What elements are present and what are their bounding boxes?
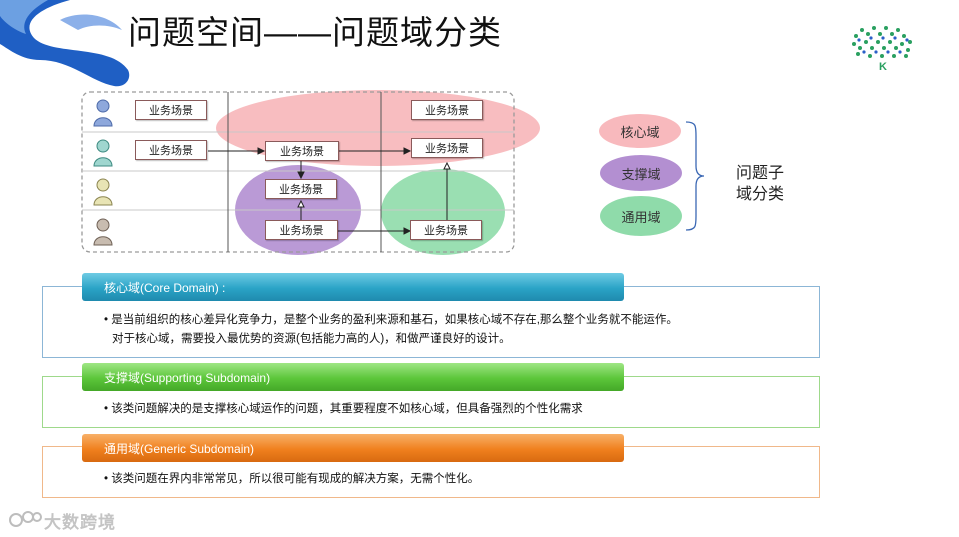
- legend-group-label-2: 域分类: [736, 186, 785, 203]
- legend-supporting-domain: 支撑域: [600, 155, 682, 191]
- brand-logo-shape: [0, 0, 130, 87]
- business-scene-box: 业务场景: [135, 100, 207, 120]
- business-scene-box: 业务场景: [265, 141, 339, 161]
- user-icon: [93, 178, 113, 206]
- business-scene-box: 业务场景: [410, 220, 482, 240]
- watermark-logo-icon: [9, 511, 42, 527]
- user-icon: [93, 218, 113, 246]
- business-scene-box: 业务场景: [135, 140, 207, 160]
- legend-generic-domain: 通用域: [600, 196, 682, 236]
- generic-domain-text: • 该类问题在界内非常常见，所以很可能有现成的解决方案，无需个性化。: [104, 473, 480, 485]
- core-domain-text-1: • 是当前组织的核心差异化竞争力，是整个业务的盈利来源和基石，如果核心域不存在,…: [104, 314, 678, 326]
- slide-title: 问题空间——问题域分类: [128, 14, 502, 51]
- supporting-domain-text: • 该类问题解决的是支撑核心域运作的问题，其重要程度不如核心域，但具备强烈的个性…: [104, 403, 583, 415]
- generic-domain-header: 通用域(Generic Subdomain): [82, 434, 624, 462]
- user-icon: [93, 139, 113, 167]
- tree-logo-icon: K: [852, 26, 912, 72]
- svg-text:K: K: [879, 61, 887, 72]
- user-icon: [93, 99, 113, 127]
- generic-domain-oval: [381, 169, 505, 255]
- core-domain-text-2: 对于核心域，需要投入最优势的资源(包括能力高的人)，和做严谨良好的设计。: [112, 333, 511, 345]
- watermark-text: 大数跨境: [44, 513, 116, 532]
- legend-core-domain: 核心域: [599, 114, 681, 148]
- business-scene-box: 业务场景: [265, 179, 337, 199]
- supporting-domain-header: 支撑域(Supporting Subdomain): [82, 363, 624, 391]
- legend-brace: [685, 121, 705, 231]
- legend-group-label-1: 问题子: [736, 165, 785, 182]
- problem-domain-diagram: 业务场景 业务场景 业务场景 业务场景 业务场景 业务场景 业务场景 业务场景: [78, 88, 548, 258]
- business-scene-box: 业务场景: [265, 220, 338, 240]
- business-scene-box: 业务场景: [411, 100, 483, 120]
- business-scene-box: 业务场景: [411, 138, 483, 158]
- core-domain-header: 核心域(Core Domain) :: [82, 273, 624, 301]
